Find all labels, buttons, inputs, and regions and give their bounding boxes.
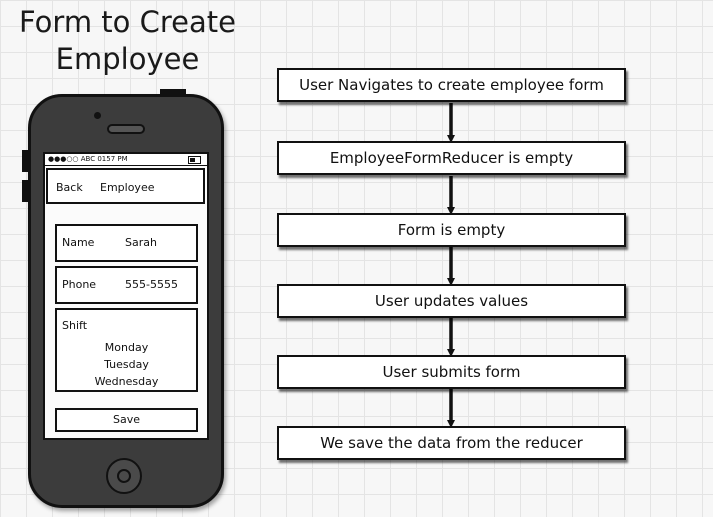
flow-step-4: User updates values [277,284,626,318]
nav-title: Employee [100,181,155,194]
phone-screen: ●●●○○ ABC 0157 PM Back Employee Name Sar… [43,152,209,440]
field-label: Phone [62,278,97,291]
name-field[interactable]: Name Sarah [55,224,198,262]
title-line-2: Employee [55,42,200,76]
battery-icon [188,156,201,164]
shift-days: Monday Tuesday Wednesday [57,339,196,390]
field-value: Sarah [125,236,157,249]
home-button[interactable] [106,458,142,494]
shift-day-option[interactable]: Wednesday [94,375,159,388]
power-button [160,89,186,94]
title-line-1: Form to Create [19,5,236,39]
flow-step-5: User submits form [277,355,626,389]
volume-down-button [22,180,28,202]
volume-up-button [22,150,28,172]
field-value: 555-5555 [125,278,178,291]
nav-bar: Back Employee [46,168,205,204]
flow-step-1: User Navigates to create employee form [277,68,626,102]
save-button[interactable]: Save [55,408,198,432]
flow-step-3: Form is empty [277,213,626,247]
status-text: ●●●○○ ABC 0157 PM [48,155,128,163]
shift-day-option[interactable]: Monday [104,341,149,354]
flow-step-6: We save the data from the reducer [277,426,626,460]
status-bar: ●●●○○ ABC 0157 PM [45,154,207,166]
flow-step-2: EmployeeFormReducer is empty [277,141,626,175]
camera-icon [94,112,101,119]
field-label: Name [62,236,95,249]
shift-picker[interactable]: Shift Monday Tuesday Wednesday [55,308,198,392]
page-title: Form to Create Employee [10,4,245,78]
back-button[interactable]: Back [56,181,83,194]
phone-field[interactable]: Phone 555-5555 [55,266,198,304]
shift-label: Shift [62,319,88,332]
speaker-icon [107,124,145,134]
shift-day-option[interactable]: Tuesday [104,358,149,371]
